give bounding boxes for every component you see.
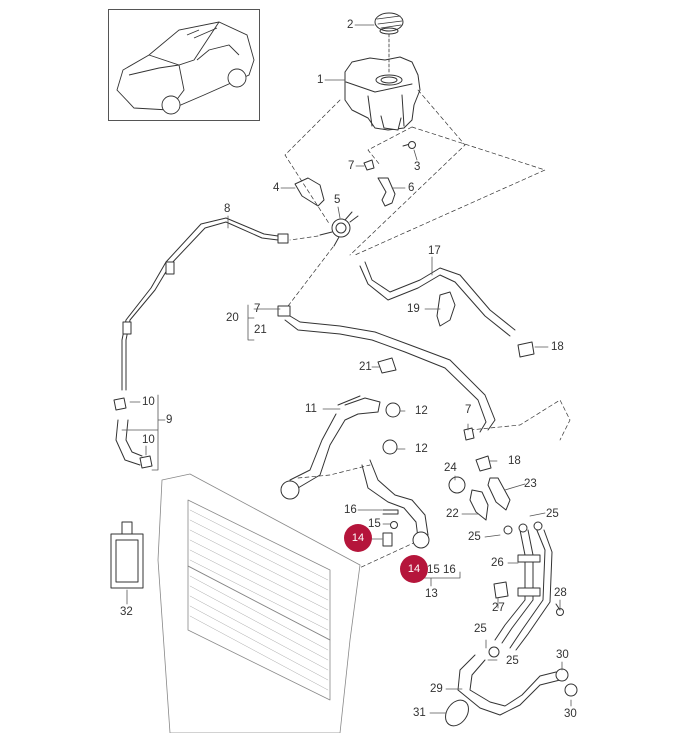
callout-2[interactable]: 2 xyxy=(347,19,354,31)
callout-30-upper[interactable]: 30 xyxy=(556,649,569,661)
callout-5[interactable]: 5 xyxy=(334,194,341,206)
callout-30-lower[interactable]: 30 xyxy=(564,708,577,720)
callout-15-group[interactable]: 15 xyxy=(427,564,440,576)
callout-12-upper[interactable]: 12 xyxy=(415,405,428,417)
callout-7-lower[interactable]: 7 xyxy=(465,404,472,416)
callout-16-group[interactable]: 16 xyxy=(443,564,456,576)
callout-16-clip[interactable]: 16 xyxy=(344,504,357,516)
callout-1[interactable]: 1 xyxy=(317,74,324,86)
callout-4[interactable]: 4 xyxy=(273,182,280,194)
highlight-14-sensor[interactable]: 14 xyxy=(344,524,372,552)
callout-leaders xyxy=(121,24,572,714)
tank-cap-illustration xyxy=(374,12,404,75)
callout-31[interactable]: 31 xyxy=(413,707,426,719)
callout-13[interactable]: 13 xyxy=(425,588,438,600)
callout-25-c[interactable]: 25 xyxy=(474,623,487,635)
callout-19[interactable]: 19 xyxy=(407,303,420,315)
callout-29[interactable]: 29 xyxy=(430,683,443,695)
callout-25-b[interactable]: 25 xyxy=(468,531,481,543)
suv-icon xyxy=(116,21,255,115)
vehicle-thumbnail xyxy=(108,9,260,121)
callout-17[interactable]: 17 xyxy=(428,245,441,257)
highlight-14-group[interactable]: 14 xyxy=(400,555,428,583)
callout-32[interactable]: 32 xyxy=(120,606,133,618)
callout-23[interactable]: 23 xyxy=(524,478,537,490)
callout-15-sensor[interactable]: 15 xyxy=(368,518,381,530)
callout-22[interactable]: 22 xyxy=(446,508,459,520)
radiator-illustration xyxy=(157,473,361,733)
callout-9[interactable]: 9 xyxy=(166,414,173,426)
callout-27[interactable]: 27 xyxy=(492,602,505,614)
callout-10-lower[interactable]: 10 xyxy=(142,434,155,446)
callout-18-lower[interactable]: 18 xyxy=(508,455,521,467)
callout-10-upper[interactable]: 10 xyxy=(142,396,155,408)
callout-25-a[interactable]: 25 xyxy=(546,508,559,520)
callout-26[interactable]: 26 xyxy=(491,557,504,569)
callout-7-top[interactable]: 7 xyxy=(348,160,355,172)
leader-lines xyxy=(284,89,571,571)
callout-20-sub-21[interactable]: 21 xyxy=(254,324,267,336)
callout-28[interactable]: 28 xyxy=(554,587,567,599)
coolant-bottle-illustration xyxy=(110,521,144,589)
callout-25-d[interactable]: 25 xyxy=(506,655,519,667)
coolant-pipes-illustration xyxy=(494,521,553,651)
callout-3[interactable]: 3 xyxy=(414,161,421,173)
callout-18-upper[interactable]: 18 xyxy=(551,341,564,353)
callout-20-sub-7[interactable]: 7 xyxy=(254,303,261,315)
callout-12-lower[interactable]: 12 xyxy=(415,443,428,455)
callout-6[interactable]: 6 xyxy=(408,182,415,194)
callout-24[interactable]: 24 xyxy=(444,462,457,474)
expansion-tank-illustration xyxy=(344,56,421,131)
callout-11[interactable]: 11 xyxy=(305,403,317,415)
callout-20[interactable]: 20 xyxy=(226,312,239,324)
callout-8[interactable]: 8 xyxy=(224,203,231,215)
vent-line-illustration xyxy=(121,217,289,391)
callout-21[interactable]: 21 xyxy=(359,361,372,373)
